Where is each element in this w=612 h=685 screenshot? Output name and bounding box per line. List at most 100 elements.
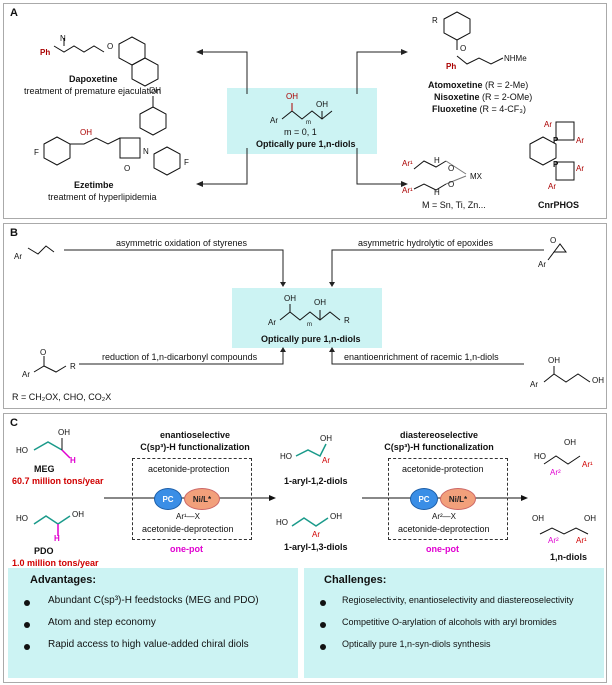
atom-ph: Ph: [446, 62, 457, 71]
prod2-oh: OH: [330, 512, 342, 521]
b-center-oh1: OH: [284, 294, 296, 303]
step1-deprotect: acetonide-deprotection: [142, 524, 234, 534]
adv-bullet-2: [24, 622, 30, 628]
b-center-title: Optically pure 1,n-diols: [261, 334, 361, 344]
step2-title-a: diastereoselective: [399, 430, 479, 440]
chelate-ar1-bottom: Ar¹: [402, 186, 413, 195]
chal-bullet-2: [320, 622, 326, 628]
step1-title-b: C(sp³)-H functionalization: [140, 442, 250, 452]
atomoxetine-line: Atomoxetine (R = 2-Me): [428, 80, 529, 90]
prod1-oh: OH: [320, 434, 332, 443]
styrene-ar: Ar: [14, 252, 22, 261]
b-center-ar: Ar: [268, 318, 276, 327]
step2-ni-catalyst: Ni/L*: [440, 488, 476, 510]
advantage-1: Abundant C(sp³)-H feedstocks (MEG and PD…: [48, 595, 259, 606]
center-title: Optically pure 1,n-diols: [256, 139, 356, 149]
meg-label: MEG: [34, 464, 55, 474]
b-center-oh2: OH: [314, 298, 326, 307]
nisoxetine-line: Nisoxetine (R = 2-OMe): [434, 92, 533, 102]
challenges-box: [304, 568, 604, 678]
ezet-f2: F: [184, 158, 189, 167]
fluoxetine-line: Fluoxetine (R = 4-CF₃): [432, 104, 526, 114]
epoxide-o: O: [550, 236, 557, 245]
ezet-oh: OH: [80, 128, 92, 137]
ezet-f1: F: [34, 148, 39, 157]
panel-b-center-box: [232, 288, 382, 348]
dapoxetine-use: treatment of premature ejaculation: [24, 86, 162, 96]
center-oh2: OH: [316, 100, 328, 109]
prod1-ar: Ar: [322, 456, 330, 465]
prod1-ho: HO: [280, 452, 292, 461]
panel-a-letter: A: [10, 7, 18, 19]
advantage-3: Rapid access to high value-added chiral …: [48, 639, 249, 650]
dicarbonyl-o: O: [40, 348, 47, 357]
prod3a-ar1: Ar¹: [582, 460, 593, 469]
prod3b-oh2: OH: [584, 514, 596, 523]
meg-h: H: [70, 456, 76, 465]
cnrphos-p2: P: [553, 160, 559, 169]
panel-a-drawing: [43, 11, 575, 191]
epoxide-ar: Ar: [538, 260, 546, 269]
dapox-n: N: [60, 34, 66, 43]
step2-dashed-box: [388, 458, 508, 540]
dapoxetine-name: Dapoxetine: [69, 74, 118, 84]
dicarbonyl-ar: Ar: [22, 370, 30, 379]
chelate-ar1-top: Ar¹: [402, 159, 413, 168]
center-m-text: m = 0, 1: [284, 127, 317, 137]
product-1n-diols: 1,n-diols: [550, 552, 588, 562]
meg-oh: OH: [58, 428, 70, 437]
chelate-mx: MX: [470, 172, 482, 181]
arrow-reduction: reduction of 1,n-dicarbonyl compounds: [102, 352, 258, 362]
chelate-o-bottom: O: [448, 180, 455, 189]
pdo-label: PDO: [34, 546, 54, 556]
adv-bullet-3: [24, 644, 30, 650]
step1-protect: acetonide-protection: [148, 464, 230, 474]
challenges-title: Challenges:: [324, 574, 387, 586]
rac-oh2: OH: [592, 376, 604, 385]
prod3b-oh1: OH: [532, 514, 544, 523]
ezetimibe-use: treatment of hyperlipidemia: [48, 192, 157, 202]
step2-ar2x: Ar²—X: [432, 512, 456, 521]
rac-oh1: OH: [548, 356, 560, 365]
panel-a: A: [3, 3, 607, 219]
step2-pc-catalyst: PC: [410, 488, 438, 510]
pdo-amount: 1.0 million tons/year: [12, 558, 99, 568]
product-aryl-13-diols: 1-aryl-1,3-diols: [284, 542, 348, 552]
panel-b-letter: B: [10, 227, 18, 239]
cnrphos-ar-3: Ar: [576, 164, 584, 173]
step1-onepot: one-pot: [170, 544, 203, 554]
prod3b-ar1: Ar¹: [576, 536, 587, 545]
prod3a-ho: HO: [534, 452, 546, 461]
dapox-o: O: [107, 42, 114, 51]
meg-amount: 60.7 million tons/year: [12, 476, 104, 486]
center-oh1: OH: [286, 92, 298, 101]
ezet-oh-top: OH: [149, 86, 161, 95]
cnrphos-ar-2: Ar: [576, 136, 584, 145]
atom-nhme: NHMe: [504, 54, 527, 63]
atom-o: O: [460, 44, 467, 53]
step1-title-a: enantioselective: [159, 430, 231, 440]
pdo-oh: OH: [72, 510, 84, 519]
advantage-2: Atom and step economy: [48, 617, 156, 628]
prod2-ho: HO: [276, 518, 288, 527]
panel-a-center-box: [227, 88, 377, 154]
advantages-title: Advantages:: [30, 574, 97, 586]
ezet-o: O: [124, 164, 131, 173]
challenge-3: Optically pure 1,n-syn-diols synthesis: [342, 639, 491, 649]
b-center-m: m: [307, 322, 312, 328]
cnrphos-ar-4: Ar: [548, 182, 556, 191]
dapox-nme2: [50, 20, 52, 29]
challenge-2: Competitive O-arylation of alcohols with…: [342, 617, 557, 627]
prod3a-ar2: Ar²: [550, 468, 561, 477]
meg-ho: HO: [16, 446, 28, 455]
product-aryl-12-diols: 1-aryl-1,2-diols: [284, 476, 348, 486]
challenge-1: Regioselectivity, enantioselectivity and…: [342, 595, 574, 605]
r-definition: R = CH₂OX, CHO, CO₂X: [12, 392, 112, 402]
pdo-ho: HO: [16, 514, 28, 523]
metal-text: M = Sn, Ti, Zn...: [422, 200, 486, 210]
ezetimibe-name: Ezetimbe: [74, 180, 114, 190]
chelate-h-bottom: H: [434, 188, 440, 197]
arrow-hydrolysis: asymmetric hydrolytic of epoxides: [358, 238, 494, 248]
pdo-h: H: [54, 534, 60, 543]
arrow-enantioenrichment: enantioenrichment of racemic 1,n-diols: [344, 352, 499, 362]
